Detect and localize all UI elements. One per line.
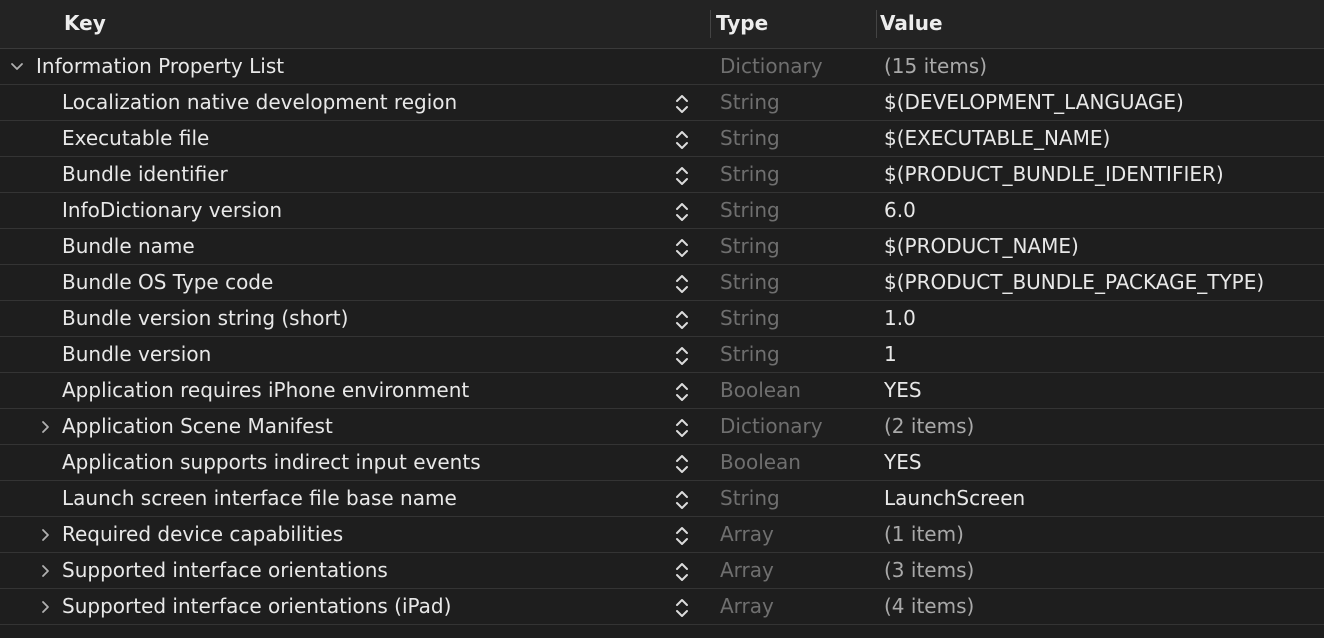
property-row[interactable]: Executable file String $(EXECUTABLE_NAME) [0, 121, 1324, 157]
row-value[interactable]: 1.0 [884, 306, 916, 330]
chevron-right-icon[interactable] [36, 589, 54, 624]
row-key[interactable]: Application Scene Manifest [62, 414, 333, 438]
property-row[interactable]: Application supports indirect input even… [0, 445, 1324, 481]
row-type[interactable]: String [720, 306, 780, 330]
row-key[interactable]: Supported interface orientations (iPad) [62, 594, 452, 618]
column-header-value[interactable]: Value [880, 11, 943, 35]
row-key[interactable]: Bundle identifier [62, 162, 228, 186]
row-type[interactable]: String [720, 162, 780, 186]
row-type[interactable]: String [720, 486, 780, 510]
row-key[interactable]: Required device capabilities [62, 522, 344, 546]
up-down-stepper-icon[interactable] [672, 597, 692, 619]
row-type[interactable]: String [720, 234, 780, 258]
up-down-stepper-icon[interactable] [672, 417, 692, 439]
chevron-right-icon[interactable] [36, 553, 54, 588]
row-type[interactable]: String [720, 198, 780, 222]
row-value[interactable]: (15 items) [884, 54, 988, 78]
row-key[interactable]: Launch screen interface file base name [62, 486, 457, 510]
row-type[interactable]: Array [720, 522, 774, 546]
row-key[interactable]: Information Property List [36, 54, 285, 78]
up-down-stepper-icon[interactable] [672, 237, 692, 259]
up-down-stepper-icon[interactable] [672, 201, 692, 223]
row-type[interactable]: Dictionary [720, 54, 823, 78]
row-value[interactable]: $(PRODUCT_NAME) [884, 234, 1079, 258]
up-down-stepper-icon[interactable] [672, 453, 692, 475]
row-value[interactable]: $(PRODUCT_BUNDLE_PACKAGE_TYPE) [884, 270, 1265, 294]
property-row[interactable]: Bundle version string (short) String 1.0 [0, 301, 1324, 337]
up-down-stepper-icon[interactable] [672, 345, 692, 367]
chevron-right-icon[interactable] [36, 517, 54, 552]
property-row[interactable]: InfoDictionary version String 6.0 [0, 193, 1324, 229]
row-key[interactable]: Localization native development region [62, 90, 458, 114]
root-row[interactable]: Information Property List Dictionary (15… [0, 49, 1324, 85]
column-header-key[interactable]: Key [64, 11, 106, 35]
row-key[interactable]: Supported interface orientations [62, 558, 388, 582]
row-value[interactable]: (3 items) [884, 558, 975, 582]
property-row[interactable]: Bundle version String 1 [0, 337, 1324, 373]
property-row[interactable]: Bundle OS Type code String $(PRODUCT_BUNDL… [0, 265, 1324, 301]
up-down-stepper-icon[interactable] [672, 165, 692, 187]
row-key[interactable]: Bundle OS Type code [62, 270, 274, 294]
row-type[interactable]: String [720, 342, 780, 366]
row-key[interactable]: Executable file [62, 126, 210, 150]
row-value[interactable]: (4 items) [884, 594, 975, 618]
property-row[interactable]: Localization native development region St… [0, 85, 1324, 121]
row-type[interactable]: String [720, 270, 780, 294]
row-type[interactable]: Boolean [720, 450, 801, 474]
column-divider[interactable] [876, 10, 877, 38]
row-key[interactable]: Application requires iPhone environment [62, 378, 470, 402]
property-row[interactable]: Supported interface orientations Array (3 … [0, 553, 1324, 589]
row-value[interactable]: $(DEVELOPMENT_LANGUAGE) [884, 90, 1184, 114]
up-down-stepper-icon[interactable] [672, 273, 692, 295]
up-down-stepper-icon[interactable] [672, 489, 692, 511]
row-value[interactable]: LaunchScreen [884, 486, 1026, 510]
row-value[interactable]: 1 [884, 342, 897, 366]
row-value[interactable]: (2 items) [884, 414, 975, 438]
up-down-stepper-icon[interactable] [672, 309, 692, 331]
property-row[interactable]: Bundle identifier String $(PRODUCT_BUNDLE_… [0, 157, 1324, 193]
property-row[interactable]: Supported interface orientations (iPad) A… [0, 589, 1324, 625]
row-type[interactable]: String [720, 90, 780, 114]
row-key[interactable]: Application supports indirect input even… [62, 450, 481, 474]
property-row[interactable]: Bundle name String $(PRODUCT_NAME) [0, 229, 1324, 265]
row-key[interactable]: Bundle name [62, 234, 195, 258]
up-down-stepper-icon[interactable] [672, 93, 692, 115]
row-value[interactable]: 6.0 [884, 198, 916, 222]
property-row[interactable]: Launch screen interface file base name St… [0, 481, 1324, 517]
up-down-stepper-icon[interactable] [672, 561, 692, 583]
row-key[interactable]: InfoDictionary version [62, 198, 283, 222]
row-value[interactable]: YES [884, 378, 922, 402]
up-down-stepper-icon[interactable] [672, 525, 692, 547]
row-value[interactable]: YES [884, 450, 922, 474]
row-value[interactable]: $(PRODUCT_BUNDLE_IDENTIFIER) [884, 162, 1224, 186]
row-type[interactable]: Dictionary [720, 414, 823, 438]
chevron-right-icon[interactable] [36, 409, 54, 444]
up-down-stepper-icon[interactable] [672, 129, 692, 151]
chevron-down-icon[interactable] [8, 49, 26, 84]
property-row[interactable]: Application Scene Manifest Dictionary (2 i… [0, 409, 1324, 445]
column-divider[interactable] [710, 10, 711, 38]
up-down-stepper-icon[interactable] [672, 381, 692, 403]
row-key[interactable]: Bundle version [62, 342, 212, 366]
row-type[interactable]: Array [720, 558, 774, 582]
column-header-bar: Key Type Value [0, 0, 1324, 49]
column-header-type[interactable]: Type [716, 11, 769, 35]
row-key[interactable]: Bundle version string (short) [62, 306, 349, 330]
row-value[interactable]: (1 item) [884, 522, 964, 546]
row-type[interactable]: String [720, 126, 780, 150]
row-type[interactable]: Boolean [720, 378, 801, 402]
property-row[interactable]: Required device capabilities Array (1 item… [0, 517, 1324, 553]
row-value[interactable]: $(EXECUTABLE_NAME) [884, 126, 1111, 150]
row-type[interactable]: Array [720, 594, 774, 618]
property-row[interactable]: Application requires iPhone environment B… [0, 373, 1324, 409]
